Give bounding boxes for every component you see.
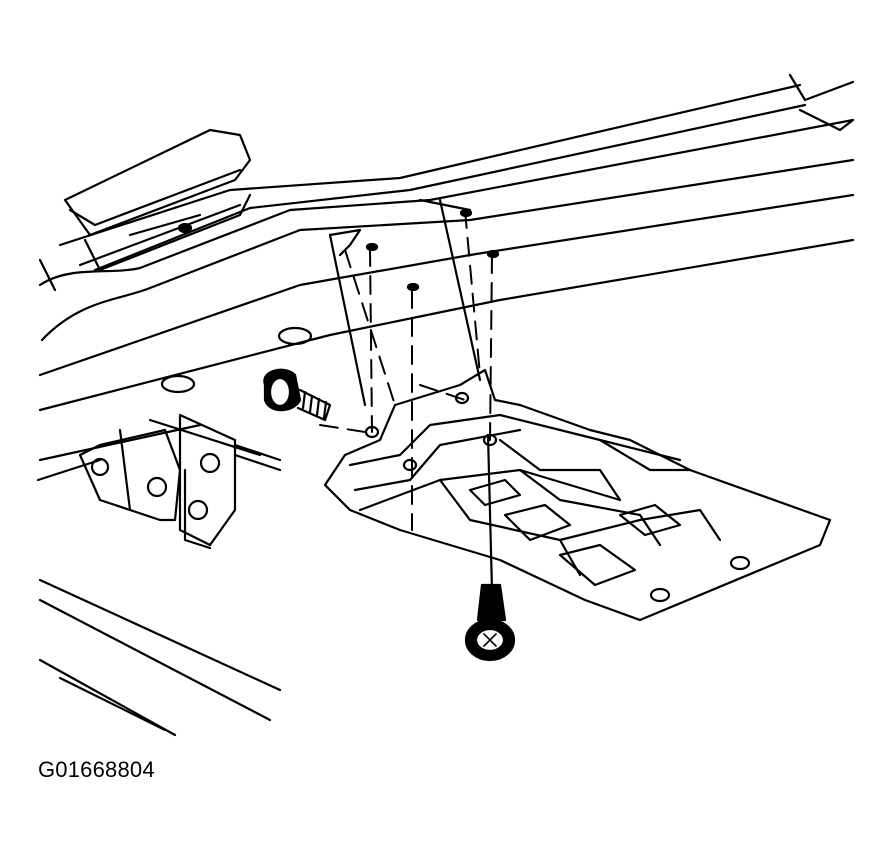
bottom-bolt bbox=[464, 433, 516, 662]
frame-rail bbox=[36, 73, 855, 737]
alignment-marks bbox=[365, 208, 500, 292]
alignment-lines bbox=[319, 209, 493, 531]
side-bolt bbox=[263, 368, 332, 422]
skid-plate bbox=[323, 368, 832, 622]
mounting-bracket bbox=[78, 413, 282, 550]
crossmember bbox=[38, 128, 252, 292]
figure-id-label: G01668804 bbox=[38, 757, 155, 782]
bracket-plate-outline bbox=[328, 198, 482, 407]
